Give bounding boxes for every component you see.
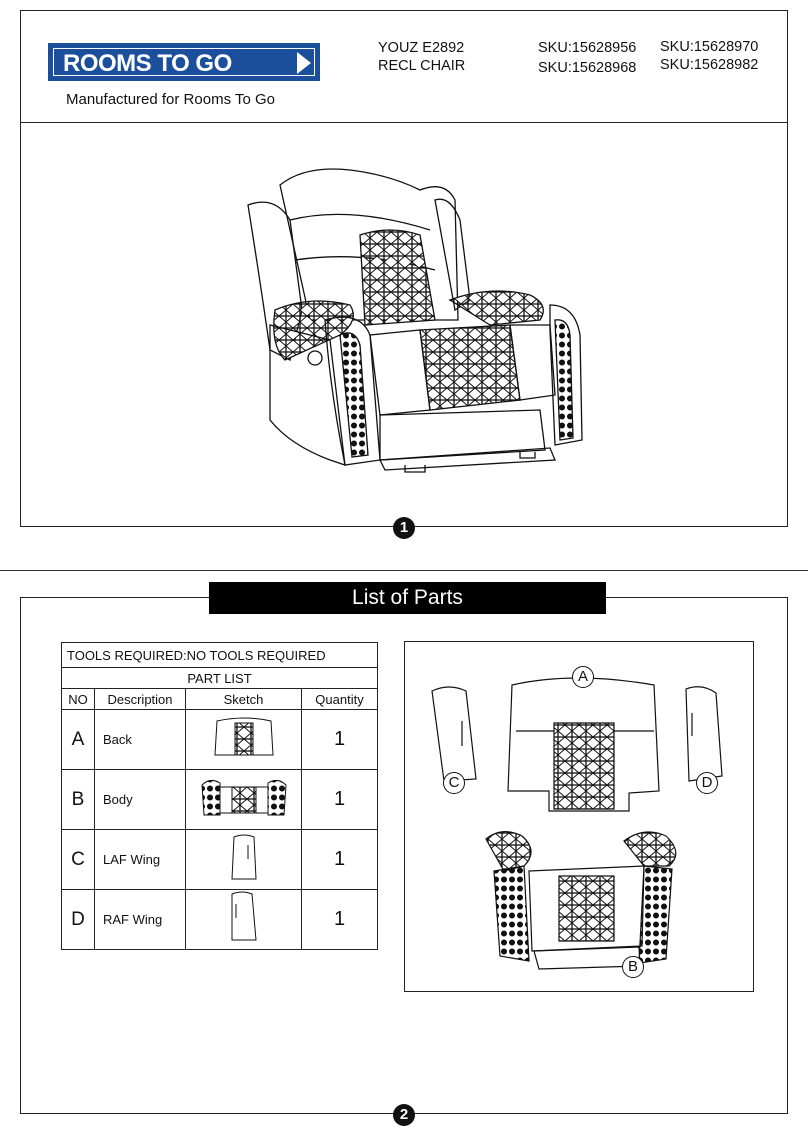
step-badge-1: 1 <box>393 517 415 539</box>
label-b: B <box>622 956 644 978</box>
row-description: Body <box>94 769 186 830</box>
col-sketch: Sketch <box>185 688 302 710</box>
label-a: A <box>572 666 594 688</box>
raf-wing-sketch <box>185 889 302 950</box>
manufactured-for: Manufactured for Rooms To Go <box>66 91 275 108</box>
row-no: D <box>61 889 95 950</box>
header-divider <box>20 122 788 123</box>
back-sketch <box>185 709 302 770</box>
sku-1: SKU:15628956 <box>538 40 637 56</box>
row-quantity: 1 <box>301 769 378 830</box>
play-arrow-icon <box>297 52 311 74</box>
row-description: LAF Wing <box>94 829 186 890</box>
row-no: C <box>61 829 95 890</box>
row-quantity: 1 <box>301 709 378 770</box>
col-quantity: Quantity <box>301 688 378 710</box>
table-row: A Back 1 <box>61 709 378 770</box>
label-c: C <box>443 772 465 794</box>
table-row: B Body 1 <box>61 769 378 830</box>
list-of-parts-title: List of Parts <box>209 582 606 614</box>
row-description: Back <box>94 709 186 770</box>
parts-table: TOOLS REQUIRED:NO TOOLS REQUIRED PART LI… <box>61 642 378 950</box>
tools-required: TOOLS REQUIRED:NO TOOLS REQUIRED <box>61 642 378 668</box>
row-quantity: 1 <box>301 889 378 950</box>
rooms-to-go-logo: ROOMS TO GO <box>48 43 320 81</box>
col-no: NO <box>61 688 95 710</box>
row-no: B <box>61 769 95 830</box>
recliner-chair-illustration <box>247 168 583 473</box>
logo-text: ROOMS TO GO <box>63 50 232 77</box>
row-no: A <box>61 709 95 770</box>
label-d: D <box>696 772 718 794</box>
product-name: RECL CHAIR <box>378 58 466 74</box>
sku-3: SKU:15628970 <box>660 39 759 55</box>
parts-diagram-frame <box>404 641 754 992</box>
product-code: YOUZ E2892 <box>378 40 465 56</box>
laf-wing-sketch <box>185 829 302 890</box>
part-list-heading: PART LIST <box>61 667 378 689</box>
step-badge-2: 2 <box>393 1104 415 1126</box>
body-sketch <box>185 769 302 830</box>
table-row: D RAF Wing 1 <box>61 889 378 950</box>
sku-2: SKU:15628968 <box>538 60 637 76</box>
col-description: Description <box>94 688 186 710</box>
section-separator <box>0 570 808 571</box>
row-quantity: 1 <box>301 829 378 890</box>
sku-4: SKU:15628982 <box>660 57 759 73</box>
parts-exploded-diagram <box>431 677 723 970</box>
row-description: RAF Wing <box>94 889 186 950</box>
table-row: C LAF Wing 1 <box>61 829 378 890</box>
